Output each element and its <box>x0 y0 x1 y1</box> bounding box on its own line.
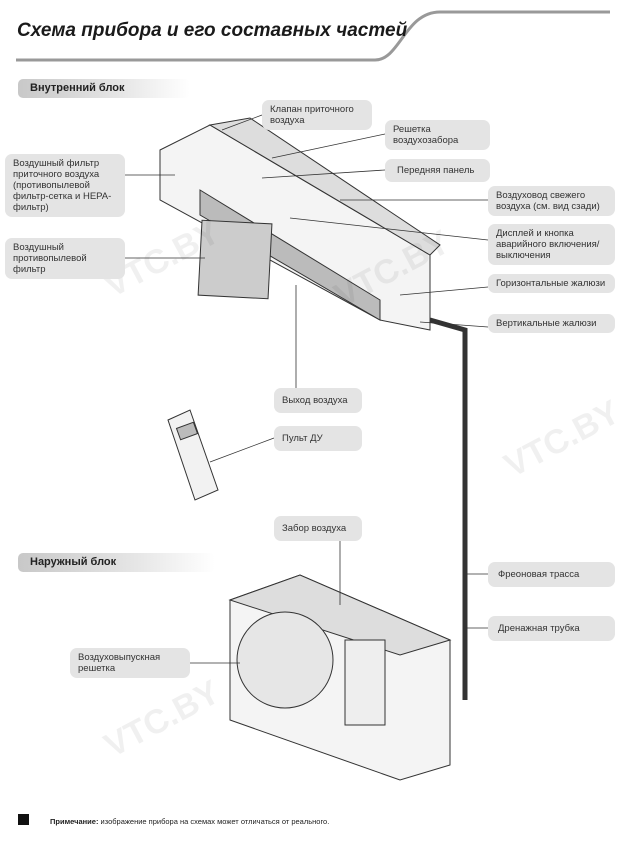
label-intake-grille: Решетка воздухозабора <box>385 120 490 150</box>
outdoor-unit-illustration <box>228 574 452 781</box>
remote-illustration <box>167 409 219 501</box>
label-air-intake: Забор воздуха <box>274 516 362 541</box>
note-text: изображение прибора на схемах может отли… <box>98 817 330 826</box>
page-title: Схема прибора и его составных частей <box>17 20 408 41</box>
label-air-outlet: Выход воздуха <box>274 388 362 413</box>
label-intake-valve: Клапан приточного воздуха <box>262 100 372 130</box>
label-outlet-grille: Воздуховыпускная решетка <box>70 648 190 678</box>
note: Примечание: изображение прибора на схема… <box>50 817 329 826</box>
leader-lines <box>125 114 489 664</box>
label-horizontal-louvers: Горизонтальные жалюзи <box>488 274 615 293</box>
note-label: Примечание: <box>50 817 99 826</box>
indoor-unit-illustration <box>159 117 441 331</box>
label-fresh-air-filter: Воздушный фильтр приточного воздуха (про… <box>5 154 125 217</box>
section-outdoor: Наружный блок <box>18 553 215 572</box>
label-fresh-air-duct: Воздуховод свежего воздуха (см. вид сзад… <box>488 186 615 216</box>
label-remote: Пульт ДУ <box>274 426 362 451</box>
section-indoor: Внутренний блок <box>18 79 190 98</box>
label-freon-line: Фреоновая трасса <box>488 562 615 587</box>
label-front-panel: Передняя панель <box>385 159 490 182</box>
label-display: Дисплей и кнопка аварийного включения/вы… <box>488 224 615 265</box>
label-dust-filter: Воздушный противопылевой фильтр <box>5 238 125 279</box>
note-icon <box>18 814 29 825</box>
title-swoosh <box>16 10 610 62</box>
label-drain-pipe: Дренажная трубка <box>488 616 615 641</box>
label-vertical-louvers: Вертикальные жалюзи <box>488 314 615 333</box>
